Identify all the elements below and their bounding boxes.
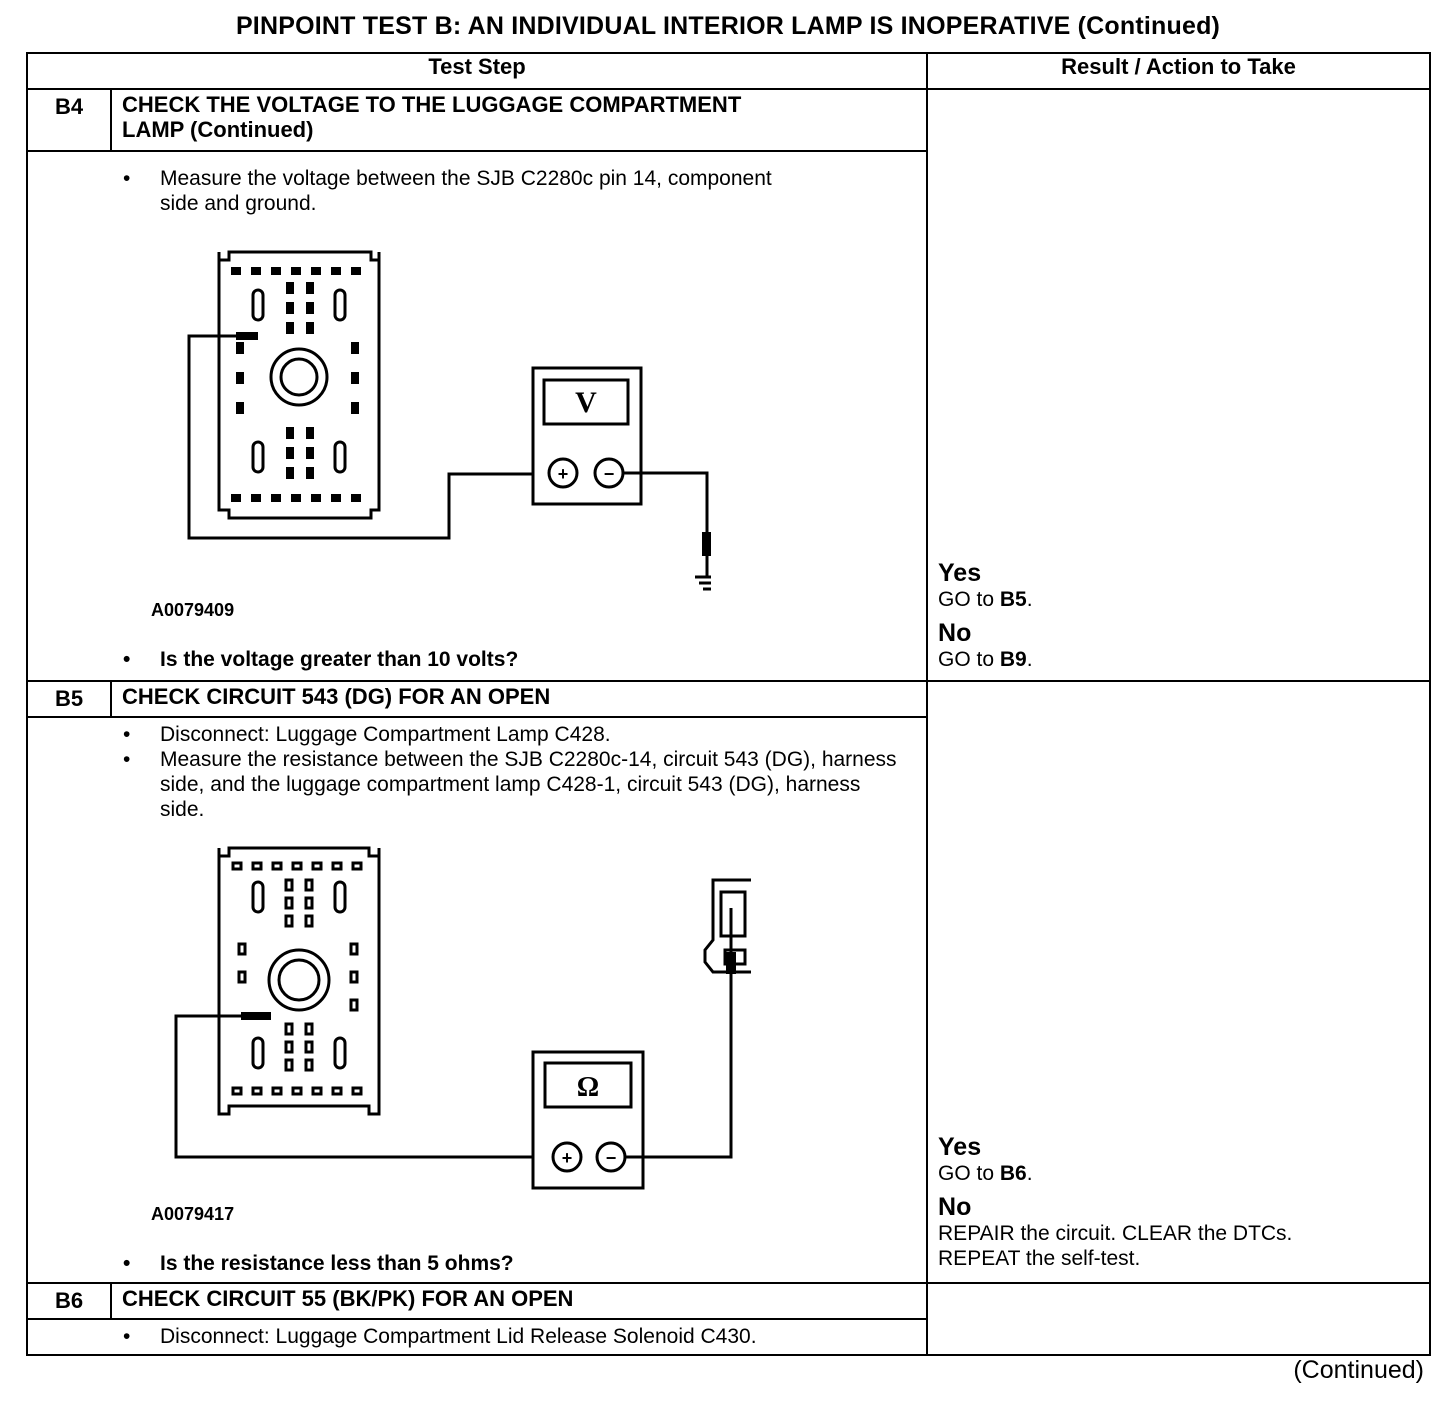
step-b5-body-row: • Disconnect: Luggage Compartment Lamp C…	[26, 716, 1430, 1284]
plus-terminal-icon: +	[558, 464, 569, 484]
step-b4-question-text: Is the voltage greater than 10 volts?	[160, 648, 519, 671]
table-header-row: Test Step Result / Action to Take	[25, 52, 1432, 90]
step-b4-figure-code: A0079409	[151, 600, 235, 620]
step-b5-yes-prefix: GO to	[938, 1162, 1000, 1185]
step-b6-instruction-1-text: Disconnect: Luggage Compartment Lid Rele…	[160, 1325, 757, 1348]
step-b4-instruction-text: Measure the voltage between the SJB C228…	[160, 167, 772, 215]
step-b6-body-row: • Disconnect: Luggage Compartment Lid Re…	[26, 1318, 1430, 1356]
bullet-icon: •	[123, 167, 131, 190]
step-b4-heading: CHECK THE VOLTAGE TO THE LUGGAGE COMPART…	[109, 88, 929, 152]
bullet-icon: •	[123, 1252, 131, 1275]
step-b4-no-action: GO to B9.	[938, 648, 1033, 671]
step-b6-heading: CHECK CIRCUIT 55 (BK/PK) FOR AN OPEN	[109, 1282, 929, 1320]
step-b6-id-spacer	[26, 1318, 111, 1356]
ohmmeter-symbol: Ω	[577, 1072, 599, 1103]
step-b5-yes-action: GO to B6.	[938, 1162, 1033, 1185]
step-b4-yes-label: Yes	[938, 559, 982, 587]
step-b5-heading-row: B5 CHECK CIRCUIT 543 (DG) FOR AN OPEN Ye…	[26, 680, 1432, 1284]
step-b5-body: • Disconnect: Luggage Compartment Lamp C…	[111, 716, 929, 1284]
continued-label: (Continued)	[1293, 1356, 1424, 1384]
step-b6-result	[926, 1282, 1432, 1356]
step-b4-no-prefix: GO to	[938, 648, 1000, 671]
step-b5-instruction-2-text: Measure the resistance between the SJB C…	[160, 748, 897, 821]
minus-terminal-icon: −	[606, 1148, 617, 1168]
step-b5-instruction-1: • Disconnect: Luggage Compartment Lamp C…	[111, 722, 900, 747]
step-b4-yes-action: GO to B5.	[938, 588, 1033, 611]
step-b4-no-label: No	[938, 619, 972, 647]
step-b5-heading: CHECK CIRCUIT 543 (DG) FOR AN OPEN	[109, 680, 929, 718]
step-id-b4: B4	[26, 88, 112, 152]
test-step-header: Test Step	[25, 52, 929, 90]
step-b6-body: • Disconnect: Luggage Compartment Lid Re…	[111, 1318, 929, 1356]
voltage-measurement-diagram: V + −	[187, 250, 711, 591]
result-header: Result / Action to Take	[926, 52, 1432, 90]
step-b4-id-spacer	[26, 150, 111, 682]
step-b6-heading-row: B6 CHECK CIRCUIT 55 (BK/PK) FOR AN OPEN	[26, 1282, 1432, 1356]
step-id-b6: B6	[26, 1282, 112, 1320]
step-b4-result-block: Yes GO to B5. No GO to B9.	[938, 560, 1033, 672]
step-b5-instruction-1-text: Disconnect: Luggage Compartment Lamp C42…	[160, 723, 611, 746]
bullet-icon: •	[123, 748, 131, 771]
step-b4-instruction: • Measure the voltage between the SJB C2…	[111, 166, 800, 216]
step-b4-body: • Measure the voltage between the SJB C2…	[111, 150, 929, 682]
step-b5-instruction-2: • Measure the resistance between the SJB…	[111, 747, 905, 822]
step-b5-yes-target: B6	[999, 1162, 1027, 1185]
step-b4-heading-line1: CHECK THE VOLTAGE TO THE LUGGAGE COMPART…	[122, 92, 742, 117]
minus-terminal-icon: −	[604, 464, 615, 484]
step-b4-body-row: • Measure the voltage between the SJB C2…	[26, 150, 1430, 682]
step-b4-yes-prefix: GO to	[938, 588, 1000, 611]
voltmeter-symbol: V	[575, 386, 597, 419]
step-b5-result: Yes GO to B6. No REPAIR the circuit. CLE…	[926, 680, 1432, 1284]
step-id-b5: B5	[26, 680, 112, 718]
step-b5-result-block: Yes GO to B6. No REPAIR the circuit. CLE…	[938, 1134, 1292, 1271]
bullet-icon: •	[123, 648, 131, 671]
step-b5-yes-label: Yes	[938, 1133, 982, 1161]
step-b5-figure-code: A0079417	[151, 1204, 235, 1224]
plus-terminal-icon: +	[562, 1148, 573, 1168]
bullet-icon: •	[123, 1325, 131, 1348]
step-b5-no-action-2: REPEAT the self-test.	[938, 1247, 1141, 1270]
step-b5-question: • Is the resistance less than 5 ohms?	[111, 1251, 890, 1276]
step-b5-id-spacer	[26, 716, 111, 1284]
page-title: PINPOINT TEST B: AN INDIVIDUAL INTERIOR …	[235, 12, 1221, 40]
step-b4-yes-target: B5	[999, 588, 1027, 611]
step-b4-heading-row: B4 CHECK THE VOLTAGE TO THE LUGGAGE COMP…	[26, 88, 1432, 682]
bullet-icon: •	[123, 723, 131, 746]
resistance-measurement-diagram: Ω + −	[174, 846, 751, 1190]
step-b4-question: • Is the voltage greater than 10 volts?	[111, 647, 890, 672]
step-b5-no-label: No	[938, 1193, 972, 1221]
step-b4-heading-line2: LAMP (Continued)	[122, 117, 314, 142]
step-b5-question-text: Is the resistance less than 5 ohms?	[160, 1252, 514, 1275]
step-b6-instruction-1: • Disconnect: Luggage Compartment Lid Re…	[111, 1324, 920, 1349]
step-b4-result: Yes GO to B5. No GO to B9.	[926, 88, 1432, 682]
step-b4-no-target: B9	[999, 648, 1027, 671]
step-b5-no-action-1: REPAIR the circuit. CLEAR the DTCs.	[938, 1222, 1293, 1245]
pinpoint-test-table: Test Step Result / Action to Take B4 CHE…	[25, 52, 1432, 1356]
